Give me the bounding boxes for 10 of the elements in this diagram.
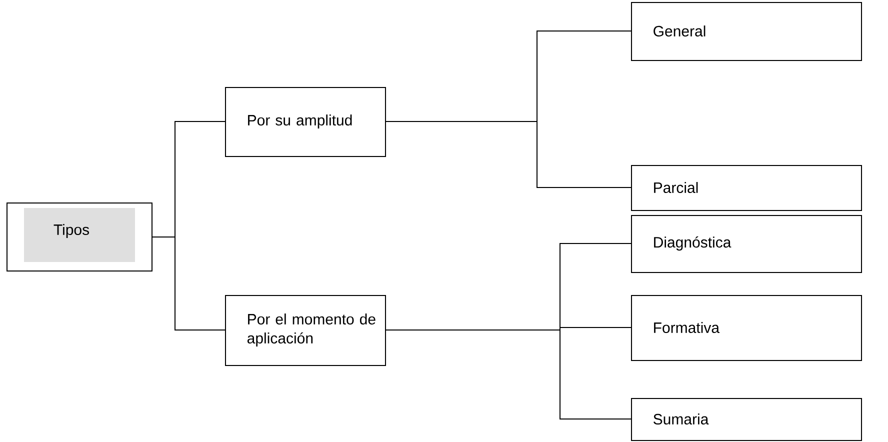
category-box: Por su amplitud [225, 87, 386, 157]
category-box: Tipos [6, 202, 152, 272]
category-box: Diagnóstica [631, 215, 862, 273]
connector-line [384, 121, 632, 188]
category-box: Por el momento de aplicación [225, 295, 386, 366]
category-box: Sumaria [631, 398, 862, 441]
category-box: Formativa [631, 295, 862, 361]
category-box: Parcial [631, 165, 862, 211]
category-box: General [631, 2, 862, 61]
connector-line [152, 236, 226, 330]
